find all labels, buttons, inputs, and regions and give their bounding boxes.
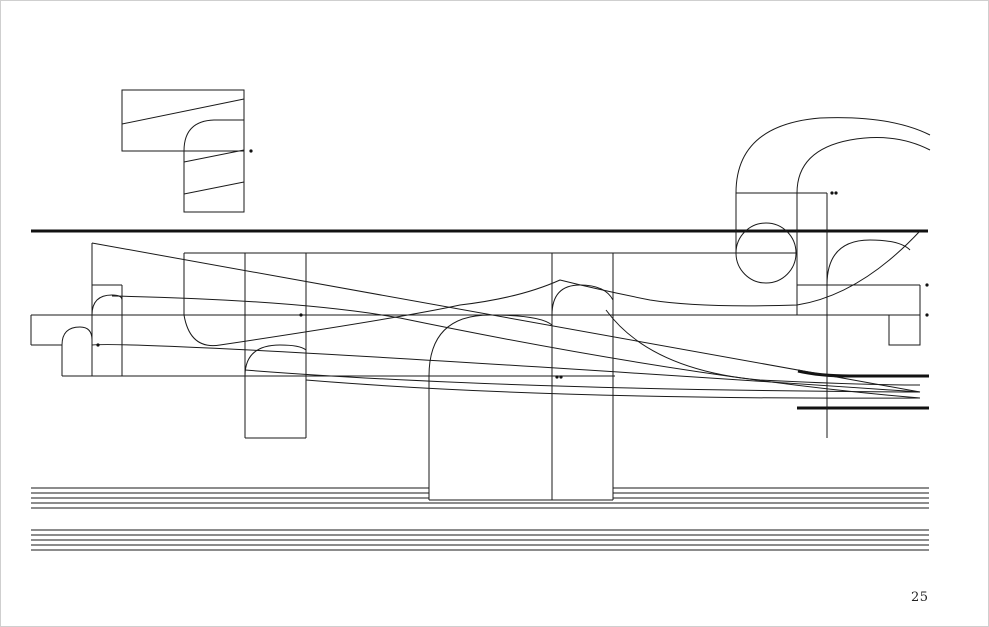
upper-left-system — [121, 89, 253, 213]
arches — [91, 117, 931, 377]
staff-group-lower — [31, 529, 929, 551]
sweeping-curves — [91, 230, 921, 399]
page-number: 25 — [911, 590, 929, 605]
dots — [96, 191, 929, 379]
staff-group-upper — [31, 487, 929, 509]
